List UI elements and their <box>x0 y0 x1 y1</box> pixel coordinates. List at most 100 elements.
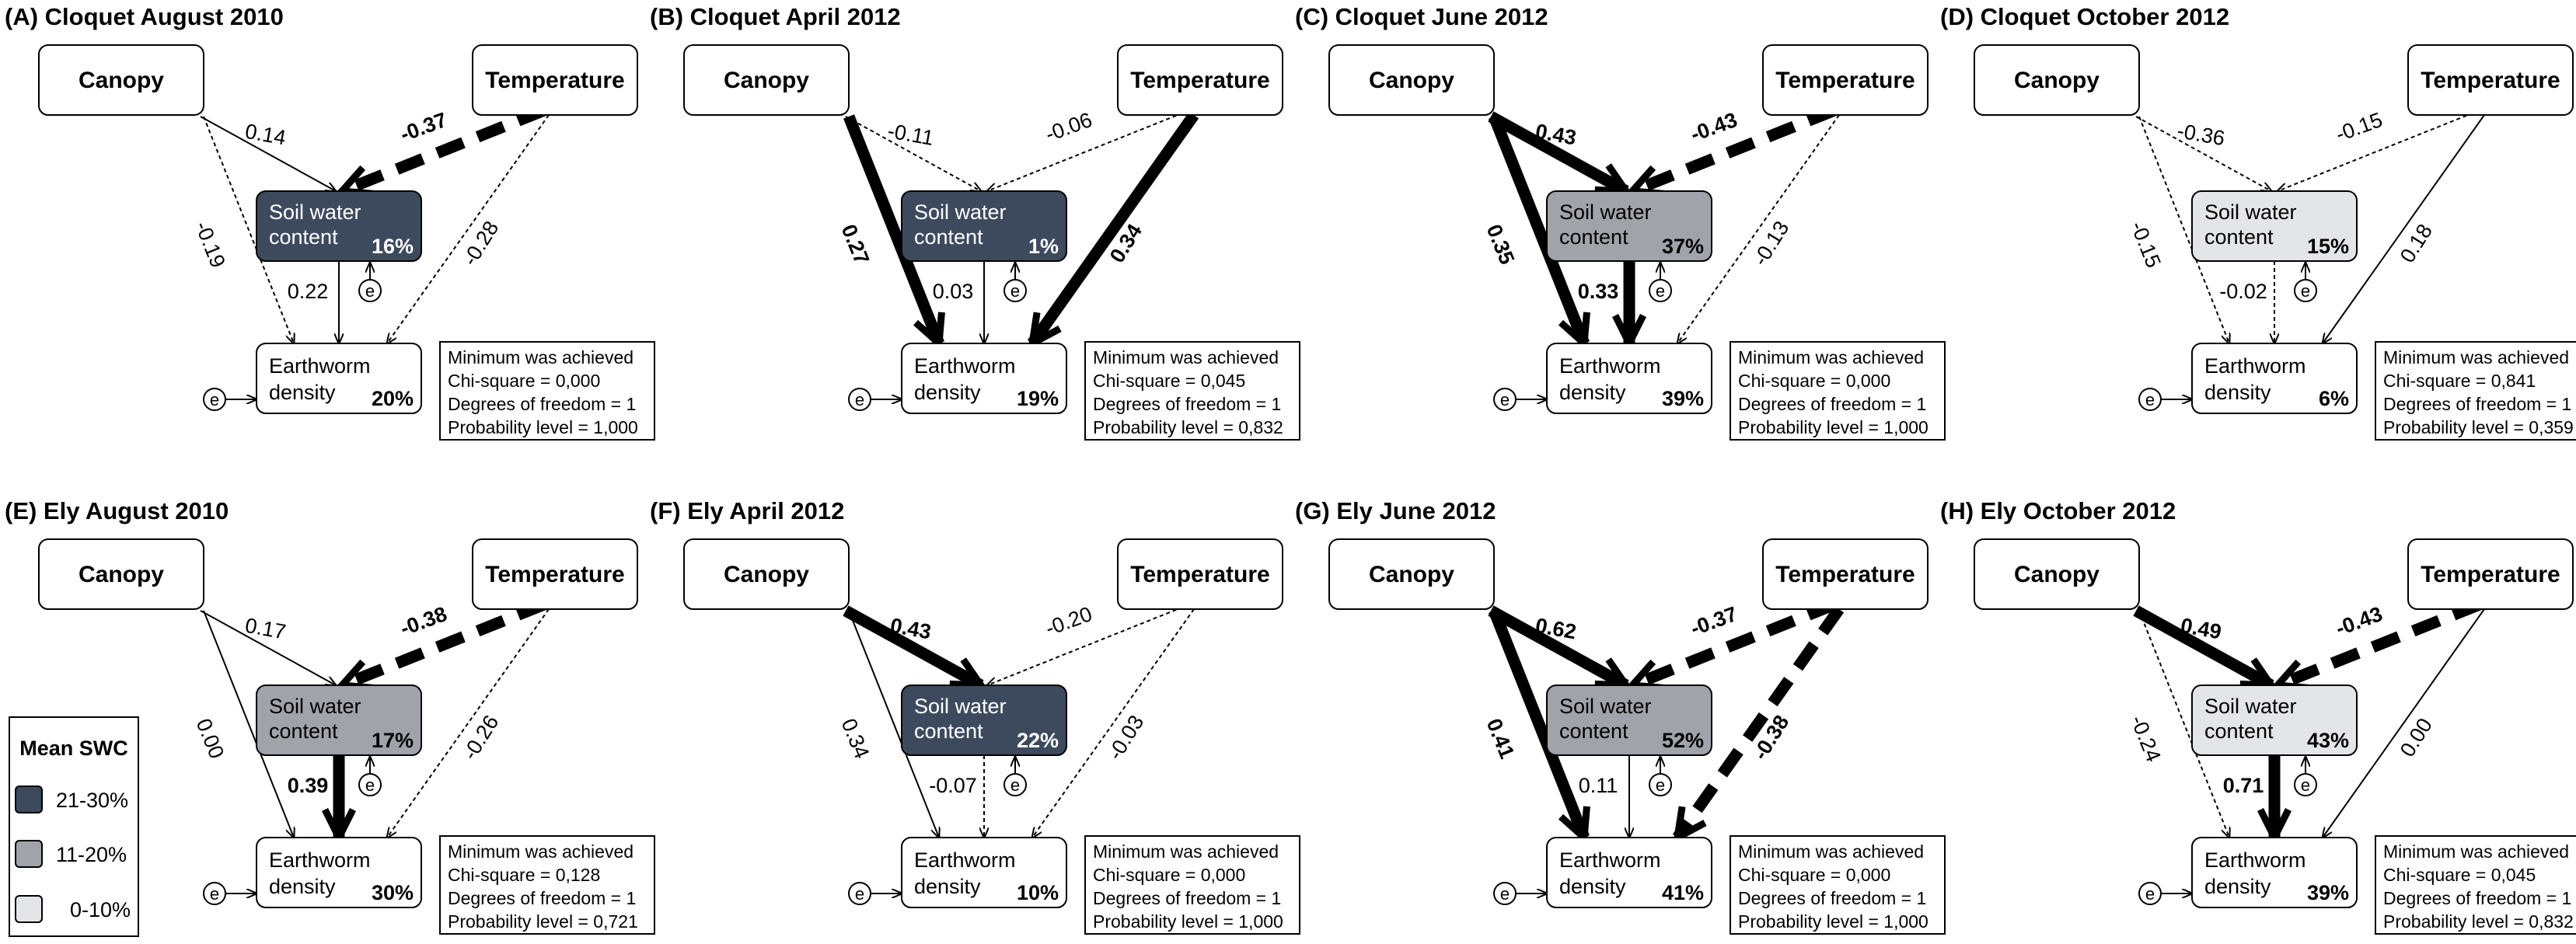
earthworm-box <box>1546 343 1712 414</box>
path-arrow-temp-swc <box>1632 105 1837 191</box>
fit-stat-line: Chi-square = 0,000 <box>1093 865 1245 885</box>
earthworm-label-line2: density <box>914 875 981 898</box>
path-coefficient: -0.19 <box>190 218 230 270</box>
earthworm-label-line2: density <box>1559 875 1626 898</box>
fit-stat-line: Probability level = 1,000 <box>1738 417 1929 437</box>
panel-title: (F) Ely April 2012 <box>650 497 844 524</box>
fit-stat-line: Chi-square = 0,000 <box>1738 865 1890 885</box>
earthworm-r2: 10% <box>1017 881 1059 904</box>
soil-water-box <box>901 684 1067 756</box>
soil-water-box <box>2191 190 2358 262</box>
path-coefficient: -0.15 <box>2126 218 2166 270</box>
earthworm-box <box>2191 343 2358 414</box>
error-term-ew-label: e <box>1500 884 1510 904</box>
path-arrow-temp-ew <box>387 114 550 343</box>
soil-water-box <box>1546 684 1712 756</box>
path-arrow-temp-ew <box>2323 608 2485 838</box>
earthworm-label-line2: density <box>269 875 336 898</box>
fit-stat-line: Chi-square = 0,045 <box>1093 371 1245 391</box>
path-coefficient: 0.14 <box>243 120 288 150</box>
legend-label-dark: 21-30% <box>56 789 128 812</box>
soil-water-label-line2: content <box>1559 225 1628 249</box>
path-coefficient: -0.15 <box>2333 108 2386 146</box>
path-coefficient: 0.00 <box>192 716 229 762</box>
earthworm-label-line2: density <box>2204 875 2271 898</box>
fit-stat-line: Probability level = 0,832 <box>2383 911 2574 932</box>
fit-stat-line: Minimum was achieved <box>1738 841 1924 862</box>
temperature-box <box>1117 538 1283 610</box>
panel: (C) Cloquet June 20120.43-0.430.35-0.130… <box>1295 3 1946 441</box>
fit-stats-box <box>1084 835 1300 935</box>
path-coefficient: -0.37 <box>397 108 450 146</box>
path-arrow-temp-ew <box>1027 111 1199 343</box>
path-coefficient: -0.02 <box>2219 280 2267 303</box>
error-term-swc-label: e <box>1011 775 1020 795</box>
soil-water-label-line1: Soil water <box>914 695 1007 718</box>
soil-water-label-line1: Soil water <box>1559 200 1652 224</box>
soil-water-r2: 22% <box>1017 729 1059 752</box>
canopy-label: Canopy <box>1369 68 1454 93</box>
earthworm-r2: 19% <box>1017 387 1059 410</box>
path-coefficient: 0.33 <box>1578 280 1619 303</box>
error-term-ew-label: e <box>855 884 864 904</box>
fit-stats-box <box>439 835 655 935</box>
path-coefficient: 0.11 <box>1579 774 1618 797</box>
soil-water-label-line1: Soil water <box>2204 695 2297 718</box>
temperature-label: Temperature <box>2421 562 2560 587</box>
panel-title: (G) Ely June 2012 <box>1295 497 1496 524</box>
canopy-box <box>1974 44 2140 116</box>
error-term-swc-label: e <box>1011 281 1020 301</box>
path-arrow-temp-ew <box>1677 114 1840 343</box>
soil-water-box <box>256 684 422 756</box>
path-arrow-temp-swc <box>342 105 546 191</box>
soil-water-label-line1: Soil water <box>914 200 1007 224</box>
path-arrow-canopy-ew <box>203 116 294 343</box>
earthworm-r2: 30% <box>372 881 414 904</box>
error-term-swc-label: e <box>365 281 375 301</box>
temperature-label: Temperature <box>485 562 625 587</box>
fit-stat-line: Degrees of freedom = 1 <box>2383 888 2571 908</box>
panel-title: (H) Ely October 2012 <box>1940 497 2176 524</box>
path-coefficient: -0.24 <box>2126 712 2166 765</box>
soil-water-r2: 52% <box>1662 729 1704 752</box>
path-coefficient: -0.13 <box>1748 217 1793 270</box>
earthworm-label-line2: density <box>914 381 981 404</box>
temperature-box <box>472 538 638 610</box>
fit-stat-line: Degrees of freedom = 1 <box>448 394 636 414</box>
fit-stat-line: Probability level = 0,721 <box>448 911 638 932</box>
path-arrow-temp-ew <box>1672 605 1845 838</box>
canopy-box <box>1974 538 2140 610</box>
path-coefficient: -0.07 <box>929 774 977 797</box>
fit-stats-box <box>1730 835 1946 935</box>
soil-water-label-line1: Soil water <box>2204 200 2297 224</box>
path-arrow-canopy-swc <box>2133 605 2271 691</box>
earthworm-box <box>256 343 422 414</box>
legend-swatch-dark <box>15 786 43 813</box>
soil-water-r2: 16% <box>372 235 414 258</box>
path-arrow-canopy-ew <box>848 610 939 838</box>
soil-water-label-line2: content <box>2204 719 2274 743</box>
temperature-label: Temperature <box>2421 68 2560 93</box>
soil-water-label-line1: Soil water <box>1559 695 1652 718</box>
panel: (G) Ely June 20120.62-0.370.41-0.380.11C… <box>1295 497 1946 935</box>
temperature-label: Temperature <box>1775 562 1915 587</box>
path-coefficient: 0.00 <box>2396 714 2437 761</box>
earthworm-r2: 39% <box>1662 387 1704 410</box>
path-coefficient: -0.38 <box>397 602 450 640</box>
earthworm-label-line1: Earthworm <box>1559 848 1661 872</box>
soil-water-label-line2: content <box>914 225 983 249</box>
path-arrow-canopy-swc <box>2135 116 2271 191</box>
error-term-ew-label: e <box>2145 390 2155 409</box>
error-term-swc-label: e <box>1656 775 1665 795</box>
earthworm-label-line1: Earthworm <box>269 848 371 872</box>
panel-title: (C) Cloquet June 2012 <box>1295 3 1548 30</box>
path-coefficient: 0.35 <box>1482 221 1520 268</box>
canopy-box <box>1328 44 1495 116</box>
path-coefficient: 0.39 <box>288 774 329 797</box>
fit-stat-line: Minimum was achieved <box>2383 841 2569 862</box>
temperature-label: Temperature <box>1130 562 1270 587</box>
fit-stat-line: Probability level = 1,000 <box>1093 911 1283 932</box>
path-coefficient: -0.43 <box>1688 108 1740 146</box>
fit-stat-line: Chi-square = 0,841 <box>2383 371 2536 391</box>
